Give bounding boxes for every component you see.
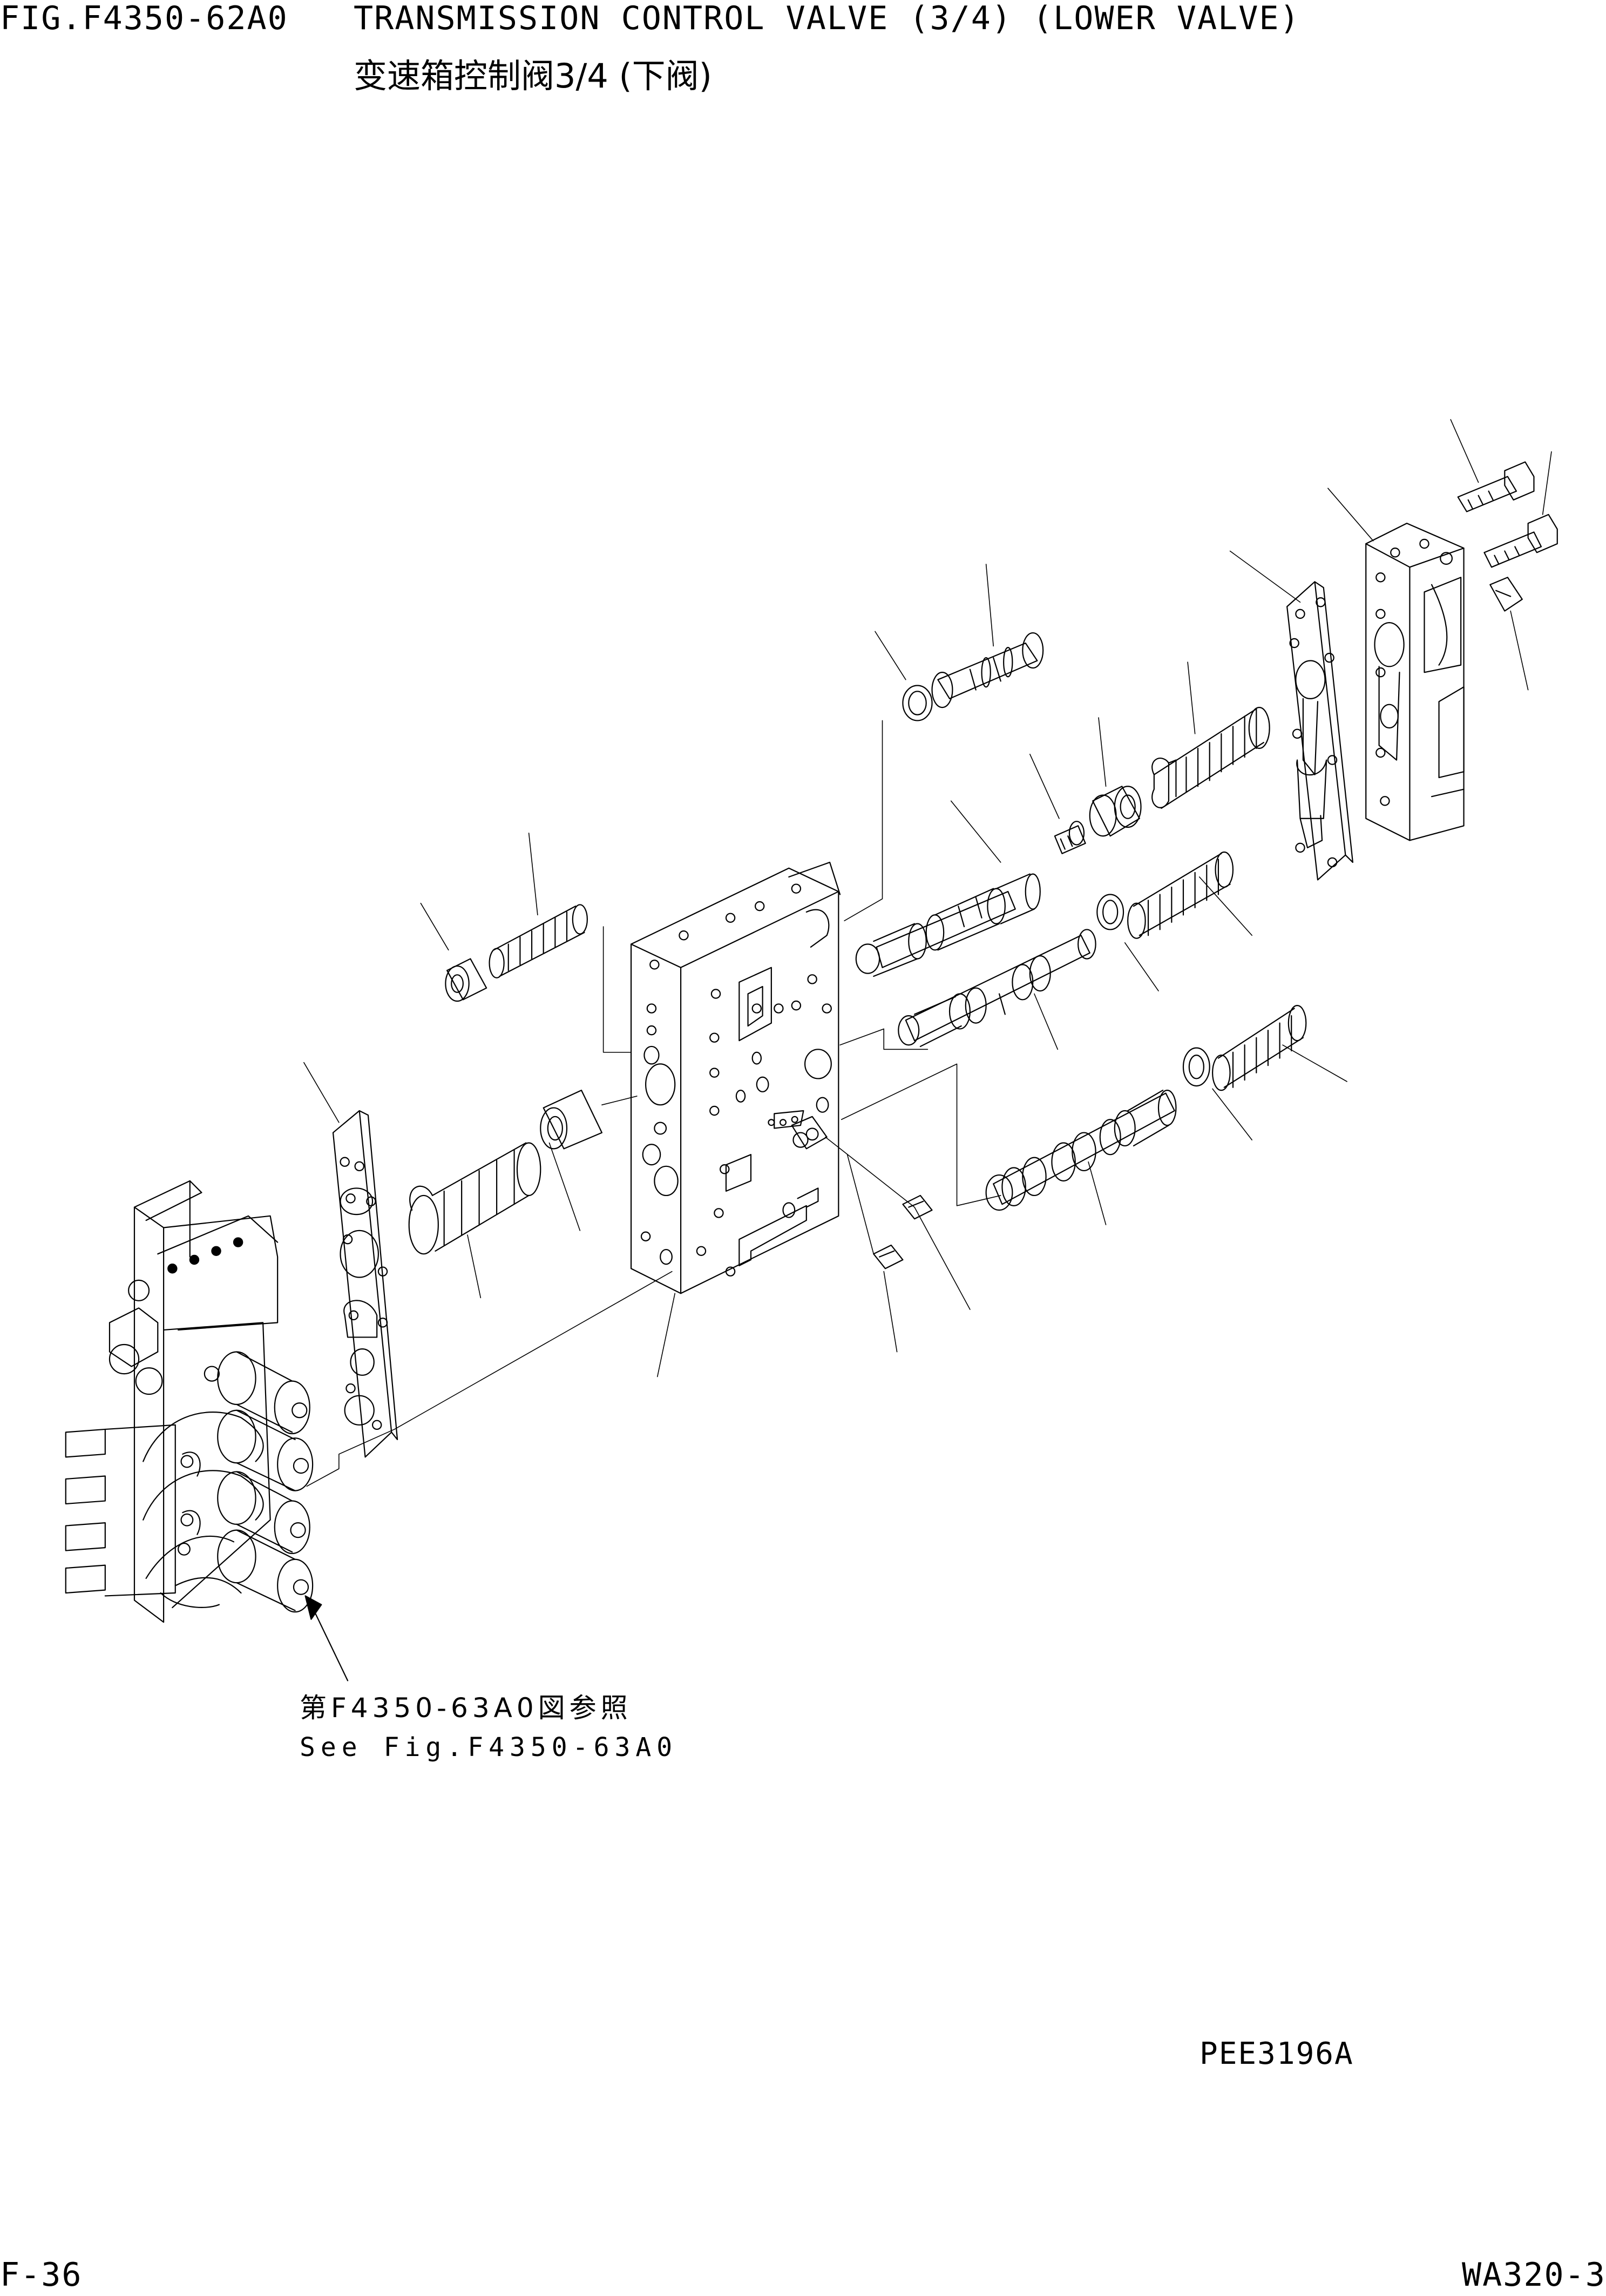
drawing-code: PEE3196A [1200,2036,1354,2071]
solenoid-valve-assembly [66,1181,313,1622]
right-cover [1366,523,1463,840]
orifice-plugs [792,1117,932,1268]
left-gasket [333,1111,397,1457]
right-gasket [1287,582,1353,880]
left-big-spring [409,1143,541,1254]
page-number: F-36 [0,2256,83,2294]
upper-plug [932,633,1043,707]
ring-washer-top [903,686,932,721]
model-code: WA320-3 [1462,2256,1606,2294]
left-top-spring [490,904,587,977]
upper-right-cup [1090,786,1141,836]
middle-spring [1128,852,1233,938]
lower-washer [1183,1048,1210,1086]
small-cone-plug [1055,821,1086,854]
main-valve-body [631,862,840,1293]
reference-note-chinese: 第F4350-63A0図参照 [300,1692,632,1724]
middle-spool [898,929,1095,1046]
figure-number: FIG.F4350-62A0 [0,0,288,37]
lower-spool [986,1090,1176,1210]
lower-spring [1212,1005,1306,1090]
left-cup [540,1090,602,1149]
figure-title: TRANSMISSION CONTROL VALVE (3/4) (LOWER … [354,0,1300,37]
reference-arrow [306,1596,348,1680]
upper-spool [856,874,1040,976]
left-top-plug [445,959,486,1001]
reference-note-english: See Fig.F4350-63A0 [300,1732,678,1762]
figure-title-chinese: 变速箱控制阀3/4 (下阀) [354,56,712,96]
bolts [1458,462,1557,611]
middle-washer [1097,894,1123,929]
upper-right-spring [1152,707,1269,808]
leader-lines [304,420,1551,1486]
